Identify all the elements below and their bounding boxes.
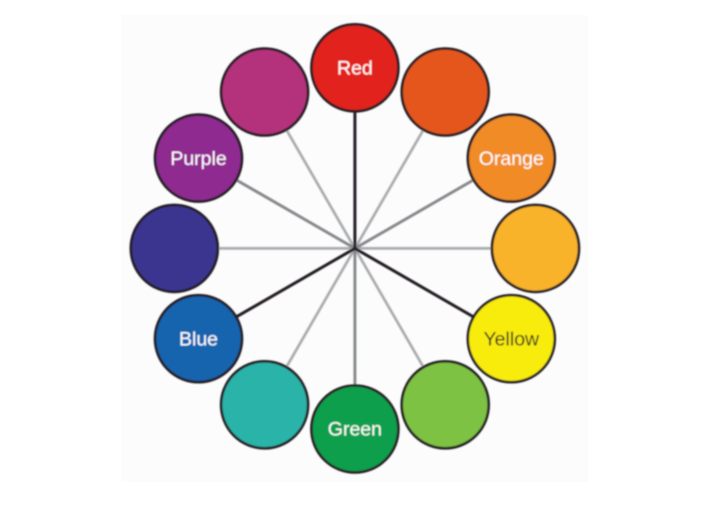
svg-text:Yellow: Yellow bbox=[483, 328, 540, 350]
svg-text:Blue: Blue bbox=[179, 328, 218, 350]
svg-text:Red: Red bbox=[337, 58, 373, 80]
svg-text:Green: Green bbox=[328, 419, 382, 441]
svg-text:Orange: Orange bbox=[479, 148, 544, 170]
svg-text:Purple: Purple bbox=[170, 148, 226, 170]
